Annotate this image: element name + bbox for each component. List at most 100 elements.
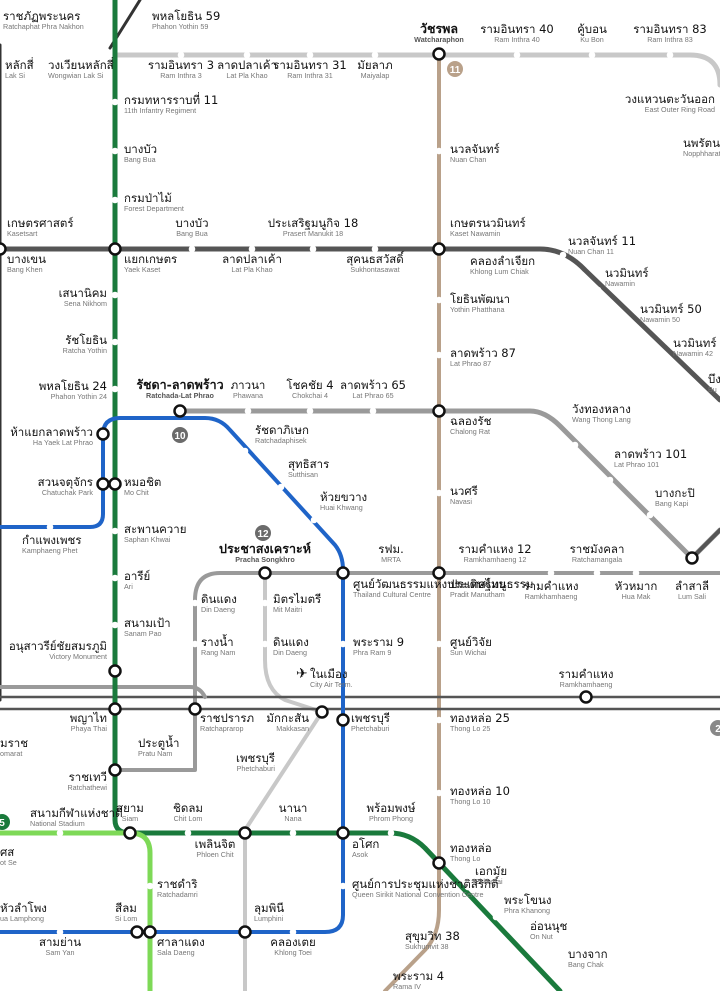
station-marker[interactable] <box>339 882 347 890</box>
station-marker[interactable] <box>146 882 154 890</box>
interchange-station-marker[interactable] <box>432 404 446 418</box>
station-marker[interactable] <box>261 599 269 607</box>
interchange-station-marker[interactable] <box>123 826 137 840</box>
station-marker[interactable] <box>559 251 567 259</box>
interchange-station-marker[interactable] <box>432 566 446 580</box>
station-marker[interactable] <box>56 829 64 837</box>
interchange-station-marker[interactable] <box>336 826 350 840</box>
station-name-thai: ห้วยขวาง <box>320 490 367 504</box>
interchange-station-marker[interactable] <box>336 713 350 727</box>
station-marker[interactable] <box>310 516 318 524</box>
station-marker[interactable] <box>371 51 379 59</box>
station-marker[interactable] <box>381 965 389 973</box>
station-name-thai: รัชดา-ลาดพร้าว <box>136 377 223 392</box>
station-marker[interactable] <box>111 766 119 774</box>
station-marker[interactable] <box>435 351 443 359</box>
interchange-station-marker[interactable] <box>238 826 252 840</box>
interchange-station-marker[interactable] <box>96 477 110 491</box>
station-marker[interactable] <box>571 441 579 449</box>
station-marker[interactable] <box>699 394 707 402</box>
station-marker[interactable] <box>492 913 500 921</box>
station-marker[interactable] <box>309 245 317 253</box>
station-marker[interactable] <box>306 51 314 59</box>
station-name-thai: ลำสาลี <box>675 579 709 593</box>
station-marker[interactable] <box>277 483 285 491</box>
station-marker[interactable] <box>261 640 269 648</box>
interchange-station-marker[interactable] <box>315 705 329 719</box>
interchange-station-marker[interactable] <box>258 566 272 580</box>
station-marker[interactable] <box>111 385 119 393</box>
interchange-station-marker[interactable] <box>108 477 122 491</box>
interchange-station-marker[interactable] <box>108 664 122 678</box>
interchange-station-marker[interactable] <box>130 925 144 939</box>
station-marker[interactable] <box>435 147 443 155</box>
station-label: เกษตรนวมินทร์Kaset Nawamin <box>450 216 526 238</box>
station-marker[interactable] <box>188 245 196 253</box>
interchange-station-marker[interactable] <box>108 702 122 716</box>
station-marker[interactable] <box>594 286 602 294</box>
interchange-station-marker[interactable] <box>108 242 122 256</box>
station-marker[interactable] <box>369 407 377 415</box>
station-marker[interactable] <box>111 291 119 299</box>
interchange-station-marker[interactable] <box>685 551 699 565</box>
interchange-station-marker[interactable] <box>188 702 202 716</box>
interchange-station-marker[interactable] <box>579 690 593 704</box>
station-marker[interactable] <box>289 928 297 936</box>
interchange-station-marker[interactable] <box>0 242 7 256</box>
interchange-station-marker[interactable] <box>96 427 110 441</box>
station-marker[interactable] <box>191 599 199 607</box>
station-marker[interactable] <box>243 51 251 59</box>
interchange-station-marker[interactable] <box>432 856 446 870</box>
station-marker[interactable] <box>435 789 443 797</box>
station-marker[interactable] <box>371 245 379 253</box>
station-marker[interactable] <box>606 476 614 484</box>
station-marker[interactable] <box>244 407 252 415</box>
station-marker[interactable] <box>111 527 119 535</box>
station-name-thai: สยาม <box>116 801 144 815</box>
station-marker[interactable] <box>513 51 521 59</box>
interchange-station-marker[interactable] <box>432 242 446 256</box>
station-marker[interactable] <box>435 640 443 648</box>
station-marker[interactable] <box>111 98 119 106</box>
station-marker[interactable] <box>111 574 119 582</box>
station-marker[interactable] <box>646 511 654 519</box>
station-marker[interactable] <box>464 883 472 891</box>
station-marker[interactable] <box>521 941 529 949</box>
station-marker[interactable] <box>435 489 443 497</box>
station-marker[interactable] <box>241 447 249 455</box>
station-marker[interactable] <box>184 829 192 837</box>
station-name-thai: กำแพงเพชร <box>22 533 82 547</box>
station-marker[interactable] <box>289 829 297 837</box>
station-marker[interactable] <box>547 569 555 577</box>
station-marker[interactable] <box>111 196 119 204</box>
station-marker[interactable] <box>435 296 443 304</box>
station-marker[interactable] <box>46 523 54 531</box>
interchange-station-marker[interactable] <box>173 404 187 418</box>
station-name-english: ot Se <box>0 858 17 867</box>
station-marker[interactable] <box>111 147 119 155</box>
station-marker[interactable] <box>593 569 601 577</box>
station-marker[interactable] <box>435 716 443 724</box>
station-marker[interactable] <box>629 321 637 329</box>
station-marker[interactable] <box>111 621 119 629</box>
interchange-station-marker[interactable] <box>336 566 350 580</box>
station-marker[interactable] <box>339 640 347 648</box>
station-marker[interactable] <box>248 245 256 253</box>
station-marker[interactable] <box>556 964 564 972</box>
interchange-station-marker[interactable] <box>143 925 157 939</box>
station-marker[interactable] <box>191 640 199 648</box>
station-marker[interactable] <box>177 51 185 59</box>
station-marker[interactable] <box>666 51 674 59</box>
station-marker[interactable] <box>111 338 119 346</box>
station-marker[interactable] <box>664 356 672 364</box>
station-marker[interactable] <box>56 928 64 936</box>
station-name-english: Sutthisan <box>288 470 318 479</box>
station-marker[interactable] <box>632 569 640 577</box>
station-marker[interactable] <box>306 407 314 415</box>
station-marker[interactable] <box>387 829 395 837</box>
station-marker[interactable] <box>588 51 596 59</box>
station-name-english: Ratchaphat Phra Nakhon <box>3 22 84 31</box>
interchange-station-marker[interactable] <box>432 47 446 61</box>
interchange-station-marker[interactable] <box>238 925 252 939</box>
